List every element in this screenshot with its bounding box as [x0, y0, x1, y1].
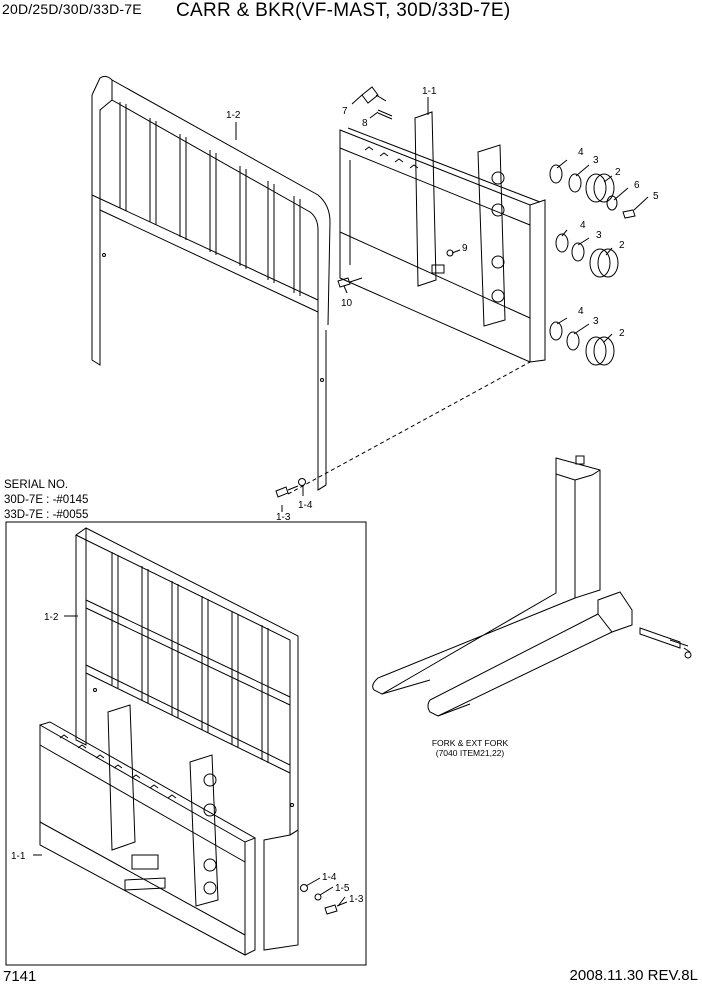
- callout-1-4-top: 1-4: [298, 500, 313, 511]
- serial-line-30d: 30D-7E : -#0145: [4, 494, 89, 506]
- revision-date: 2008.11.30 REV.8L: [569, 967, 698, 984]
- callout-1-2-top: 1-2: [226, 110, 241, 121]
- load-backrest-inset: [75, 527, 299, 951]
- callout-2a: 2: [615, 167, 621, 178]
- bolt-1-3-inset: [324, 901, 348, 915]
- load-backrest-top: [91, 75, 331, 491]
- callout-1-3-top: 1-3: [276, 512, 291, 523]
- roller-set-1: [549, 164, 636, 219]
- bolt-10: [337, 277, 363, 288]
- serial-note: SERIAL NO. 30D-7E : -#0145 33D-7E : -#00…: [4, 478, 88, 523]
- callout-1-1-top: 1-1: [422, 86, 437, 97]
- callout-2c: 2: [619, 328, 625, 339]
- callout-7: 7: [342, 106, 348, 117]
- callout-5: 5: [653, 191, 659, 202]
- bolt-7: [361, 86, 387, 104]
- serial-heading: SERIAL NO.: [4, 479, 69, 491]
- callout-3b: 3: [596, 230, 602, 241]
- callout-4a: 4: [578, 147, 584, 158]
- carriage-top: [339, 111, 546, 363]
- callout-10: 10: [341, 298, 353, 309]
- fork-note-title: FORK & EXT FORK: [431, 738, 509, 748]
- callout-1-2-inset: 1-2: [44, 612, 59, 623]
- callout-4c: 4: [578, 306, 584, 317]
- fork-assembly: [372, 455, 692, 717]
- callout-8: 8: [362, 118, 368, 129]
- pin-8: [377, 109, 393, 120]
- carriage-inset: [39, 704, 256, 956]
- leader-lines-top: [235, 94, 649, 512]
- inset-frame: [5, 521, 367, 966]
- callout-1-5-inset: 1-5: [335, 883, 350, 894]
- callout-labels: 1-1 1-2 1-3 1-4 2 2 2 3 3 3 4 4 4 5 6 7 …: [11, 86, 659, 905]
- roller-set-2: [555, 233, 619, 278]
- callout-1-1-inset: 1-1: [11, 851, 26, 862]
- fork-note-ref: (7040 ITEM21,22): [435, 748, 505, 758]
- washer-1-5-inset: [314, 893, 322, 901]
- callout-4b: 4: [580, 220, 586, 231]
- fork-note: FORK & EXT FORK (7040 ITEM21,22): [410, 738, 530, 758]
- callout-6: 6: [634, 180, 640, 191]
- washer-1-4-top: [298, 478, 306, 486]
- page-title: CARR & BKR(VF-MAST, 30D/33D-7E): [176, 0, 511, 21]
- callout-1-4-inset: 1-4: [322, 872, 337, 883]
- callout-3a: 3: [593, 155, 599, 166]
- callout-3c: 3: [593, 316, 599, 327]
- callout-1-3-inset: 1-3: [349, 894, 364, 905]
- page-number: 7141: [3, 968, 37, 985]
- bolt-1-3-top: [275, 485, 299, 498]
- model-list: 20D/25D/30D/33D-7E: [2, 1, 142, 17]
- callout-2b: 2: [619, 240, 625, 251]
- leader-lines-inset: [33, 615, 346, 907]
- callout-9: 9: [462, 243, 468, 254]
- roller-set-3: [549, 321, 615, 366]
- washer-1-4-inset: [300, 884, 308, 892]
- serial-line-33d: 33D-7E : -#0055: [4, 509, 89, 521]
